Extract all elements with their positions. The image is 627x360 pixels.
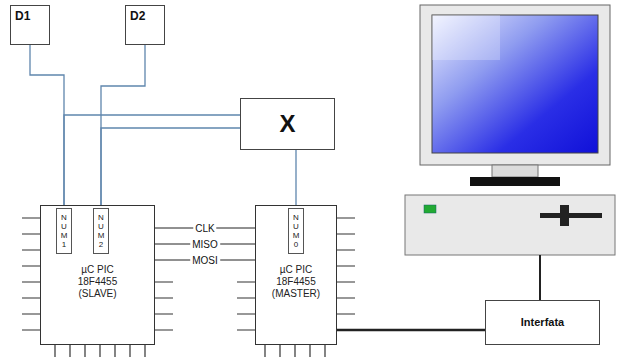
- port-block: NUM 2: [93, 208, 109, 254]
- chip-label: µC PIC 18F4455 (MASTER): [267, 264, 325, 300]
- power-led: [424, 205, 436, 213]
- device-label: D1: [15, 9, 30, 23]
- port-label: NUM 2: [98, 213, 105, 249]
- drive-button: [560, 205, 569, 226]
- port-block: NUM 0: [288, 208, 304, 254]
- interface-label: Interfata: [521, 316, 564, 329]
- signal-label: CLK: [193, 223, 216, 234]
- microcontroller-chip: µC PIC 18F4455 (MASTER) NUM 0: [255, 205, 337, 345]
- wire-connector: [101, 128, 240, 208]
- device-box: D2: [125, 5, 165, 45]
- microcontroller-chip: µC PIC 18F4455 (SLAVE) NUM 1 NUM 2: [40, 205, 155, 345]
- device-label: X: [279, 111, 295, 137]
- device-box: D1: [10, 5, 50, 45]
- device-label: D2: [130, 9, 145, 23]
- interface-box: Interfata: [485, 300, 600, 345]
- screen-shade: [432, 15, 500, 60]
- chip-label: µC PIC 18F4455 (SLAVE): [69, 264, 127, 300]
- wire-connector: [101, 45, 145, 208]
- wire-connector: [295, 150, 296, 208]
- monitor-screen: [432, 15, 598, 153]
- port-label: NUM 0: [293, 213, 300, 249]
- monitor-foot: [470, 177, 560, 186]
- drive-slot: [540, 213, 602, 218]
- port-block: NUM 1: [56, 208, 72, 254]
- signal-label: MISO: [190, 239, 220, 250]
- monitor-neck: [492, 165, 538, 177]
- computer-case: [405, 195, 615, 255]
- wire-connector: [337, 329, 485, 332]
- wire-connector: [30, 45, 64, 208]
- device-box: X: [240, 98, 335, 150]
- wire-connector: [64, 115, 240, 208]
- signal-label: MOSI: [190, 255, 220, 266]
- cable-wire: [539, 255, 541, 300]
- port-label: NUM 1: [61, 213, 68, 249]
- monitor-bezel: [420, 5, 610, 165]
